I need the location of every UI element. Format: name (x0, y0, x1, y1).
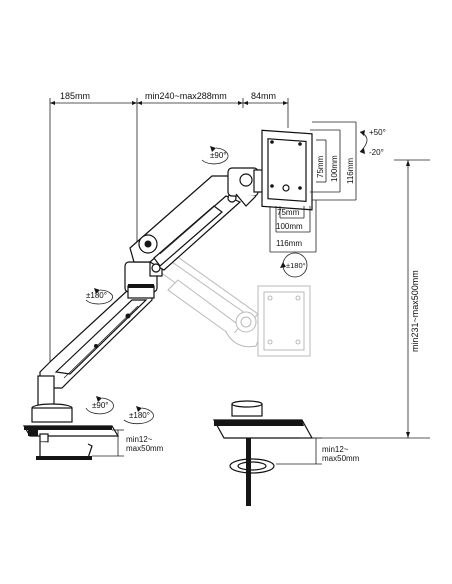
head-swivel-label: ±90° (210, 151, 227, 160)
elbow-rotate-label: ±180° (86, 291, 107, 300)
lower-arm (37, 289, 153, 407)
base-swivel-label: ±90° (92, 401, 109, 410)
grommet-mount (212, 400, 314, 506)
reach-240-288-label: min240~max288mm (145, 91, 227, 101)
rotate-180-elbow-icon (85, 288, 113, 305)
base-rotate-label: ±180° (129, 411, 150, 420)
rotate-180-icon (280, 252, 308, 278)
tilt-arrow-icon (359, 130, 368, 154)
tilt-down-label: -20° (369, 148, 384, 157)
right-clamp-dimension (276, 437, 322, 465)
vesa-vertical-grid (310, 121, 357, 201)
vesa-h-75-label: 75mm (277, 208, 300, 217)
right-clamp-label: min12~max50mm (322, 445, 360, 463)
vesa-v-75-label: 75mm (316, 155, 325, 178)
vesa-h-100-label: 100mm (276, 222, 303, 231)
head-joint (227, 167, 267, 207)
head-rotate-label: ±180° (286, 261, 306, 270)
vesa-h-116-label: 116mm (276, 239, 302, 248)
elbow-joint (124, 261, 163, 299)
reach-185-label: 185mm (60, 91, 90, 101)
top-dimension-lines (49, 98, 289, 400)
left-clamp-label: min12~max50mm (126, 435, 164, 453)
vesa-v-100-label: 100mm (330, 155, 339, 182)
head-offset-label: 84mm (251, 91, 276, 101)
vesa-v-116-label: 116mm (346, 158, 355, 184)
base-swivel-icon (85, 396, 114, 415)
rotate-arrow-icon (201, 146, 229, 165)
base-rotate-icon (123, 406, 154, 425)
height-range-label: min231~max500mm (410, 270, 420, 352)
vesa-plate-upper (261, 129, 313, 211)
vesa-horizontal-grid (269, 200, 317, 253)
left-desk-clamp (22, 403, 120, 460)
tilt-up-label: +50° (369, 128, 386, 137)
upper-arm (129, 175, 242, 273)
ghost-lowered-arm (151, 249, 311, 357)
left-clamp-dimension (92, 429, 124, 457)
